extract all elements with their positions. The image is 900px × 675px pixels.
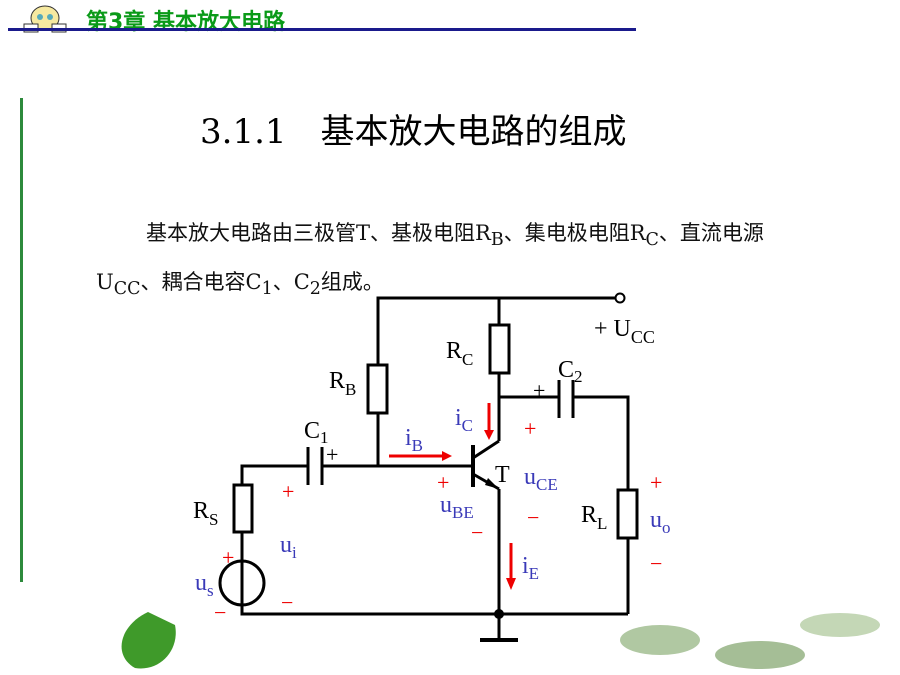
svg-text:iB: iB xyxy=(405,425,423,455)
svg-text:T: T xyxy=(495,462,510,488)
svg-text:+: + xyxy=(326,442,338,467)
svg-text:us: us xyxy=(195,570,214,600)
svg-text:−: − xyxy=(281,590,293,615)
svg-text:ui: ui xyxy=(280,532,297,562)
current-arrows xyxy=(389,403,516,590)
ucc-terminal xyxy=(614,292,626,304)
section-title: 3.1.1 基本放大电路的组成 xyxy=(200,112,627,152)
svg-text:RL: RL xyxy=(581,502,607,533)
resistor-rc xyxy=(488,323,511,375)
leaf-decoration-left xyxy=(121,612,176,669)
svg-text:+: + xyxy=(222,545,234,570)
svg-text:+: + xyxy=(533,378,545,403)
wires xyxy=(240,296,630,642)
resistor-rl xyxy=(616,488,639,540)
svg-text:−: − xyxy=(527,505,539,530)
svg-text:RC: RC xyxy=(446,338,473,369)
svg-text:−: − xyxy=(471,520,483,545)
resistor-rb xyxy=(366,363,389,415)
description-paragraph: 基本放大电路由三极管T、基极电阻RB、集电极电阻RC、直流电源UCC、耦合电容C… xyxy=(96,221,764,300)
svg-text:+ UCC: + UCC xyxy=(594,316,655,347)
svg-text:+: + xyxy=(282,479,294,504)
leaf-decoration-right xyxy=(620,613,880,669)
svg-text:RB: RB xyxy=(329,368,356,399)
svg-text:+: + xyxy=(437,470,449,495)
ground-node xyxy=(494,609,504,619)
svg-text:iE: iE xyxy=(522,553,539,583)
svg-text:+: + xyxy=(650,470,662,495)
svg-text:iC: iC xyxy=(455,405,473,435)
capacitors xyxy=(306,380,575,485)
svg-text:C1: C1 xyxy=(304,418,329,447)
side-rule xyxy=(20,98,23,582)
svg-text:RS: RS xyxy=(193,498,218,529)
svg-text:−: − xyxy=(650,551,662,576)
svg-text:C2: C2 xyxy=(558,357,583,386)
svg-text:uo: uo xyxy=(650,507,671,537)
resistor-rs xyxy=(232,483,254,534)
svg-text:uCE: uCE xyxy=(524,464,558,494)
emitter-arrow xyxy=(485,478,499,489)
svg-text:+: + xyxy=(524,416,536,441)
header-rule xyxy=(8,28,636,31)
svg-text:−: − xyxy=(214,600,226,625)
source-us xyxy=(218,559,266,607)
svg-text:uBE: uBE xyxy=(440,492,474,522)
